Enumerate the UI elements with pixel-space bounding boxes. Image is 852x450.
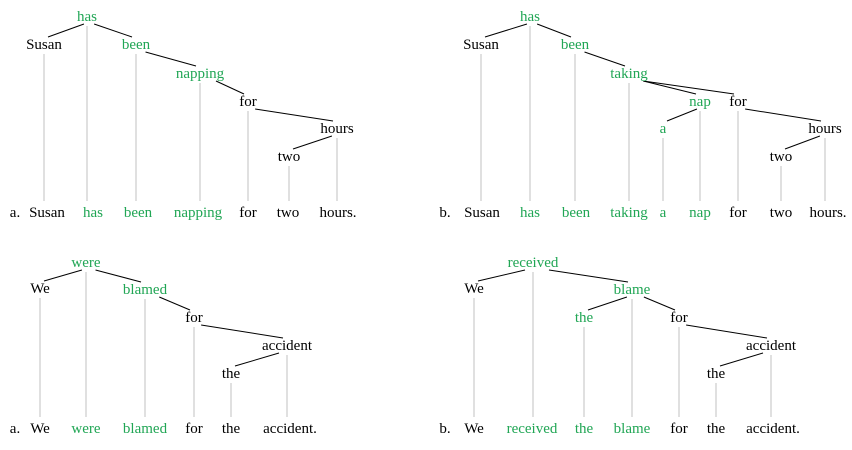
tree-node-word: hours <box>808 121 841 137</box>
sentence-token: for <box>670 421 688 437</box>
dependency-edge <box>548 269 629 283</box>
tree-node-word: We <box>464 281 484 297</box>
tree-node-word: the <box>575 310 594 326</box>
sentence-token: been <box>562 205 591 221</box>
tree-node-word: for <box>239 94 257 110</box>
dependency-edge <box>234 352 280 367</box>
sentence-token: for <box>729 205 747 221</box>
sentence-token: blame <box>614 421 651 437</box>
tree-node-word: the <box>707 366 726 382</box>
sentence-token: accident. <box>263 421 317 437</box>
tree-node-word: the <box>222 366 241 382</box>
dependency-edge <box>643 80 697 95</box>
tree-node-word: hours <box>320 121 353 137</box>
dependency-edge <box>484 23 528 38</box>
dependency-edge <box>477 269 526 282</box>
dependency-edge <box>643 296 676 311</box>
tree-node-word: were <box>71 255 100 271</box>
tree-node-word: We <box>30 281 50 297</box>
tree-node-word: for <box>670 310 688 326</box>
tree-node-word: accident <box>262 338 313 354</box>
sentence-token: the <box>575 421 594 437</box>
sentence-token: has <box>83 205 103 221</box>
sentence-token: the <box>222 421 241 437</box>
sentence-label: b. <box>439 421 450 437</box>
sentence-token: hours. <box>319 205 356 221</box>
tree-node-word: nap <box>689 94 711 110</box>
tree-node-word: received <box>508 255 559 271</box>
dependency-edge <box>784 135 821 150</box>
tree-node-word: taking <box>610 66 648 82</box>
sentence-token: has <box>520 205 540 221</box>
sentence-token: taking <box>610 205 648 221</box>
tree-node-word: Susan <box>26 37 62 53</box>
dependency-edge <box>686 324 768 339</box>
sentence-token: We <box>464 421 484 437</box>
sentence-label: a. <box>10 421 20 437</box>
dependency-edge <box>47 23 85 38</box>
sentence-label: a. <box>10 205 20 221</box>
dependency-edge <box>93 23 133 38</box>
tree-node-word: has <box>520 9 540 25</box>
dependency-edge <box>292 135 333 150</box>
dependency-edge <box>255 108 334 122</box>
tree-node-word: blame <box>614 282 651 298</box>
sentence-token: for <box>239 205 257 221</box>
sentence-token: been <box>124 205 153 221</box>
tree-node-word: accident <box>746 338 797 354</box>
tree-node-word: napping <box>176 66 225 82</box>
sentence-token: We <box>30 421 50 437</box>
tree-node-word: been <box>561 37 590 53</box>
dependency-edge <box>95 269 142 283</box>
dependency-edge <box>145 51 197 67</box>
tree-node-word: for <box>185 310 203 326</box>
tree-node-word: a <box>660 121 667 137</box>
tree-node-word: for <box>729 94 747 110</box>
dependency-edge <box>536 23 572 38</box>
sentence-token: received <box>507 421 558 437</box>
dependency-edge <box>719 352 764 367</box>
sentence-token: for <box>185 421 203 437</box>
dependency-edge <box>745 108 822 122</box>
sentence-token: napping <box>174 205 223 221</box>
sentence-token: two <box>277 205 300 221</box>
tree-node-word: two <box>278 149 301 165</box>
sentence-token: accident. <box>746 421 800 437</box>
dependency-edge <box>587 296 628 311</box>
dependency-edge <box>43 269 83 282</box>
tree-node-word: Susan <box>463 37 499 53</box>
tree-node-word: has <box>77 9 97 25</box>
sentence-token: Susan <box>464 205 500 221</box>
dependency-edge <box>215 80 245 95</box>
sentence-token: hours. <box>809 205 846 221</box>
sentence-label: b. <box>439 205 450 221</box>
sentence-token: Susan <box>29 205 65 221</box>
sentence-token: nap <box>689 205 711 221</box>
tree-node-word: two <box>770 149 793 165</box>
dependency-edge <box>201 324 284 339</box>
sentence-token: two <box>770 205 793 221</box>
dependency-edge <box>666 108 698 122</box>
sentence-token: the <box>707 421 726 437</box>
tree-node-word: blamed <box>123 282 168 298</box>
dependency-edge <box>159 296 191 311</box>
sentence-token: blamed <box>123 421 168 437</box>
sentence-token: were <box>71 421 100 437</box>
tree-node-word: been <box>122 37 151 53</box>
dependency-edge <box>643 80 735 95</box>
sentence-token: a <box>660 205 667 221</box>
dependency-edge <box>584 51 626 67</box>
